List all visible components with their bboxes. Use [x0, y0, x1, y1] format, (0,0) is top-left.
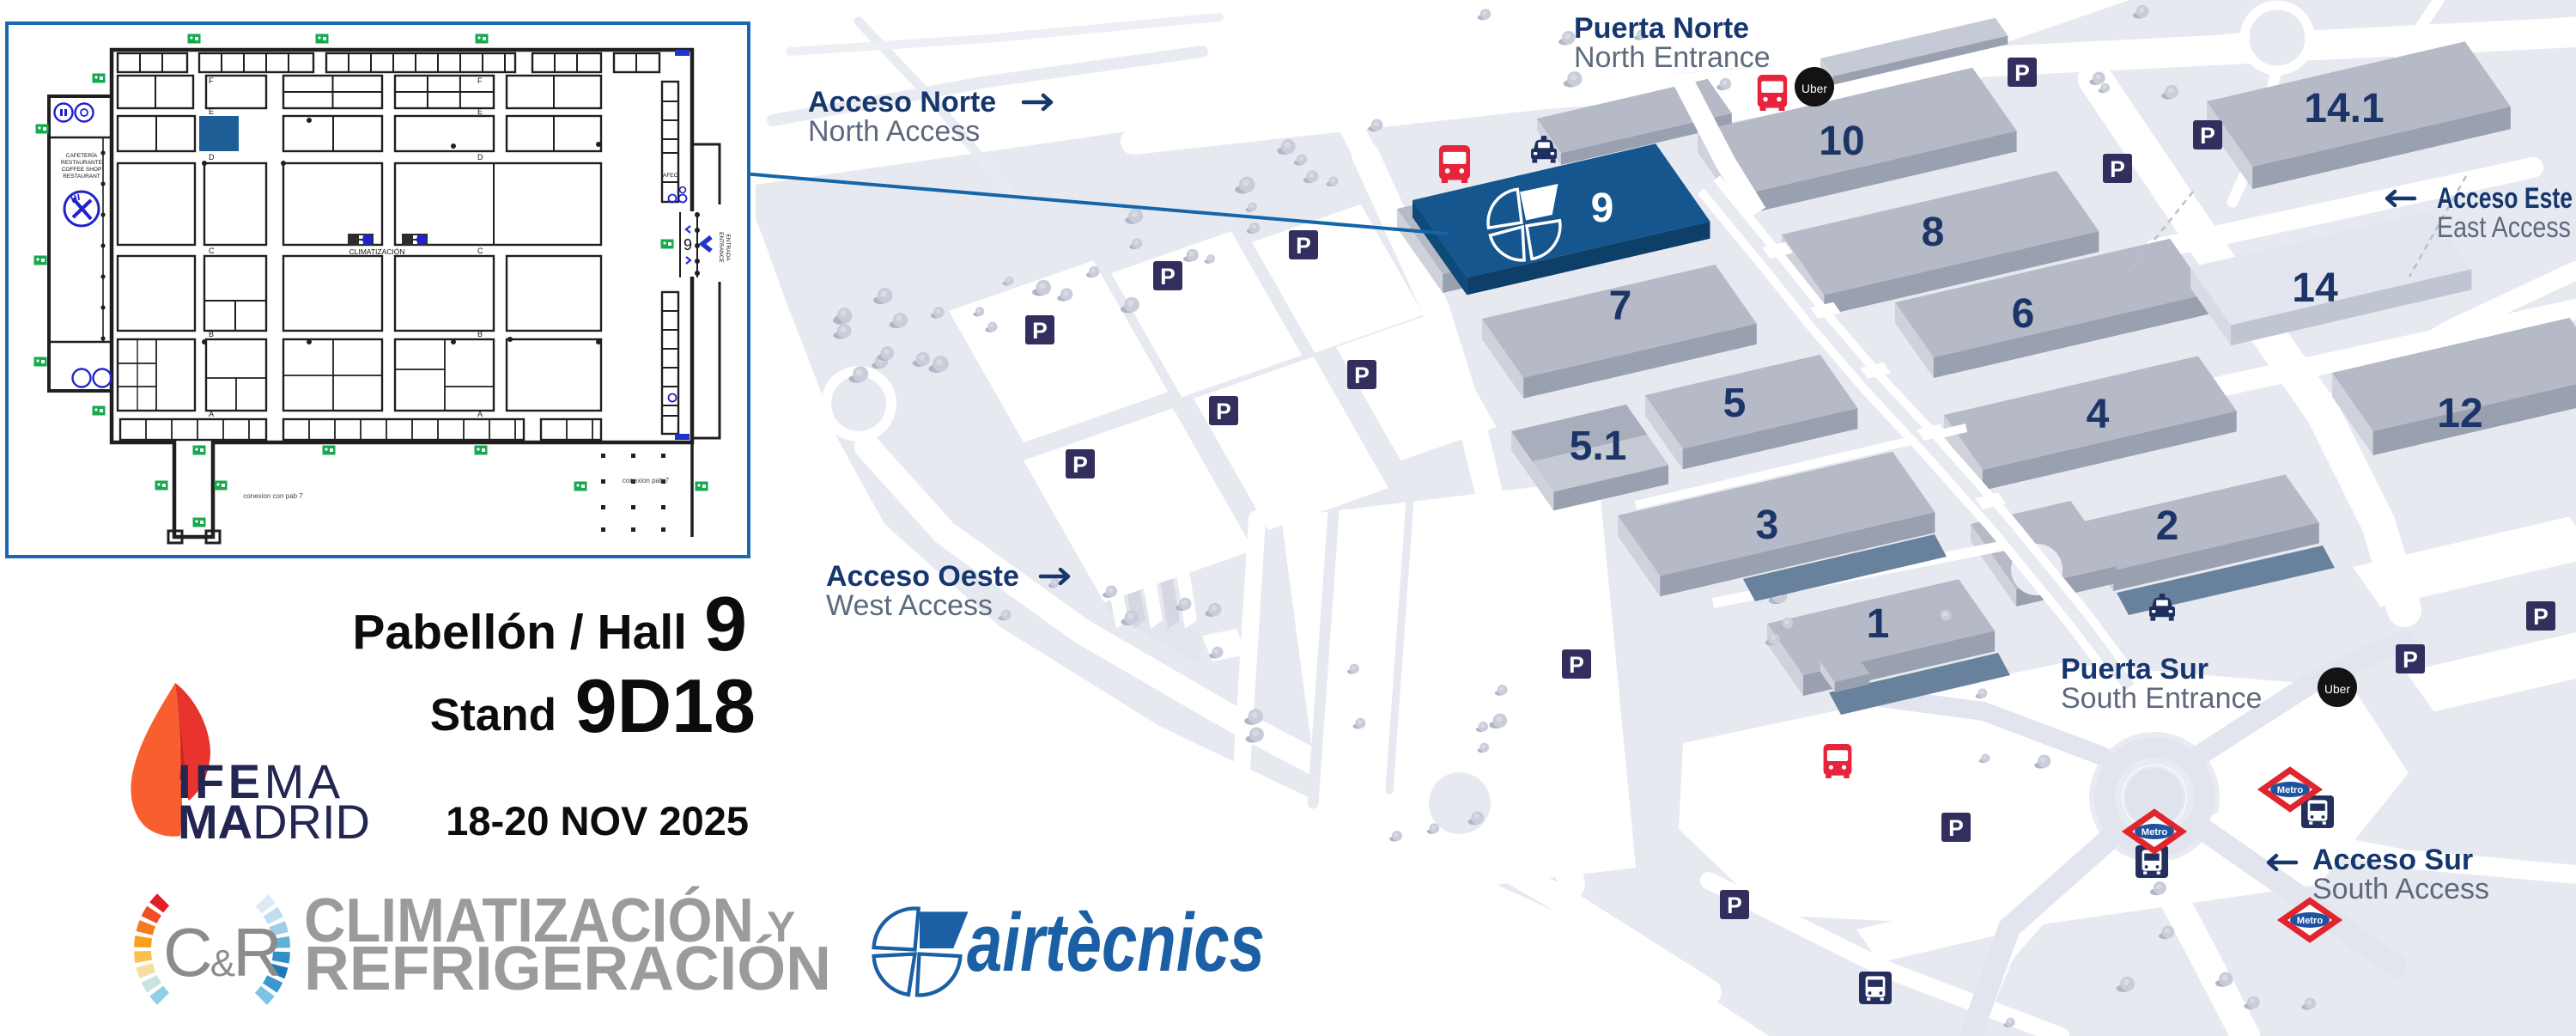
svg-text:P: P — [1032, 318, 1048, 344]
svg-text:C: C — [477, 247, 483, 255]
svg-text:C&R: C&R — [163, 914, 280, 990]
svg-text:North Entrance: North Entrance — [1574, 41, 1771, 74]
svg-text:ENTRADA: ENTRADA — [725, 234, 731, 261]
svg-text:P: P — [2403, 647, 2418, 673]
svg-text:F: F — [209, 76, 214, 85]
svg-text:Y: Y — [767, 903, 795, 951]
svg-text:AFEC: AFEC — [663, 173, 678, 179]
svg-text:MADRID: MADRID — [178, 795, 370, 849]
svg-text:3: 3 — [1756, 503, 1779, 548]
svg-text:COFFEE SHOP: COFFEE SHOP — [62, 167, 102, 173]
svg-text:D: D — [477, 153, 483, 161]
svg-text:A: A — [209, 410, 214, 418]
svg-text:CAFETERÍA: CAFETERÍA — [66, 151, 98, 159]
svg-text:4: 4 — [2087, 392, 2110, 437]
svg-text:1: 1 — [1867, 601, 1890, 647]
svg-text:9D18: 9D18 — [575, 663, 756, 748]
svg-text:P: P — [1569, 652, 1584, 678]
svg-text:Pabellón / Hall: Pabellón / Hall — [352, 605, 687, 660]
svg-text:Puerta Norte: Puerta Norte — [1574, 12, 1749, 45]
svg-text:F: F — [477, 76, 483, 85]
svg-text:2: 2 — [2156, 503, 2179, 549]
svg-text:E: E — [209, 107, 214, 116]
svg-text:Acceso Oeste: Acceso Oeste — [826, 560, 1019, 593]
svg-text:Metro: Metro — [2277, 785, 2304, 795]
svg-text:9: 9 — [1591, 186, 1614, 231]
svg-text:IFEMA: IFEMA — [178, 754, 344, 808]
svg-text:P: P — [1216, 399, 1231, 424]
svg-text:P: P — [2200, 123, 2215, 149]
svg-text:P: P — [2110, 156, 2125, 182]
svg-text:9: 9 — [683, 236, 692, 253]
svg-text:P: P — [1354, 363, 1370, 388]
svg-text:P: P — [1296, 233, 1311, 259]
svg-text:B: B — [209, 330, 214, 338]
svg-text:7: 7 — [1609, 283, 1632, 329]
svg-text:P: P — [2014, 60, 2030, 86]
svg-text:P: P — [1727, 893, 1742, 918]
svg-text:Acceso Este: Acceso Este — [2437, 182, 2573, 215]
svg-text:P: P — [1072, 452, 1088, 478]
svg-text:RESTAURANTE: RESTAURANTE — [61, 160, 103, 166]
svg-text:D: D — [209, 153, 215, 161]
svg-text:Acceso Sur: Acceso Sur — [2312, 844, 2473, 876]
svg-text:E: E — [477, 107, 483, 116]
svg-text:8: 8 — [1922, 210, 1945, 255]
svg-text:A: A — [477, 410, 483, 418]
svg-text:CLIMATIZACIÓN: CLIMATIZACIÓN — [304, 886, 754, 955]
svg-text:ENTRANCE: ENTRANCE — [718, 232, 724, 263]
svg-text:North Access: North Access — [808, 115, 980, 148]
svg-text:B: B — [477, 330, 483, 338]
svg-text:Uber: Uber — [1801, 82, 1827, 95]
svg-text:5: 5 — [1723, 381, 1747, 426]
svg-text:P: P — [1160, 264, 1176, 289]
svg-text:Puerta Sur: Puerta Sur — [2061, 653, 2208, 686]
svg-text:10: 10 — [1819, 119, 1864, 164]
svg-text:5.1: 5.1 — [1570, 424, 1627, 469]
svg-text:6: 6 — [2012, 291, 2035, 337]
svg-text:conexion con pab 7: conexion con pab 7 — [243, 492, 303, 500]
svg-text:9: 9 — [704, 582, 747, 667]
svg-text:Acceso Norte: Acceso Norte — [808, 86, 996, 119]
svg-text:Uber: Uber — [2324, 683, 2350, 696]
svg-text:South Access: South Access — [2312, 873, 2489, 905]
svg-text:P: P — [2533, 604, 2549, 630]
svg-text:C: C — [209, 247, 215, 255]
svg-text:Stand: Stand — [430, 690, 556, 740]
svg-text:Metro: Metro — [2297, 916, 2324, 926]
svg-text:18-20 NOV 2025: 18-20 NOV 2025 — [446, 798, 749, 844]
svg-text:West Access: West Access — [826, 589, 993, 622]
svg-text:CLIMATIZACIÓN: CLIMATIZACIÓN — [349, 247, 404, 256]
svg-text:South Entrance: South Entrance — [2061, 682, 2262, 715]
svg-text:REFRIGERACIÓN: REFRIGERACIÓN — [304, 934, 831, 1003]
svg-text:RESTAURANT: RESTAURANT — [63, 174, 100, 180]
svg-text:conexion pab 7: conexion pab 7 — [623, 477, 670, 484]
svg-text:airtècnics: airtècnics — [967, 897, 1265, 989]
svg-text:East Access: East Access — [2437, 211, 2571, 244]
svg-text:12: 12 — [2437, 391, 2482, 436]
svg-text:Metro: Metro — [2142, 827, 2168, 838]
svg-text:P: P — [1948, 815, 1964, 841]
svg-text:14: 14 — [2292, 265, 2338, 311]
svg-text:14.1: 14.1 — [2304, 86, 2384, 131]
